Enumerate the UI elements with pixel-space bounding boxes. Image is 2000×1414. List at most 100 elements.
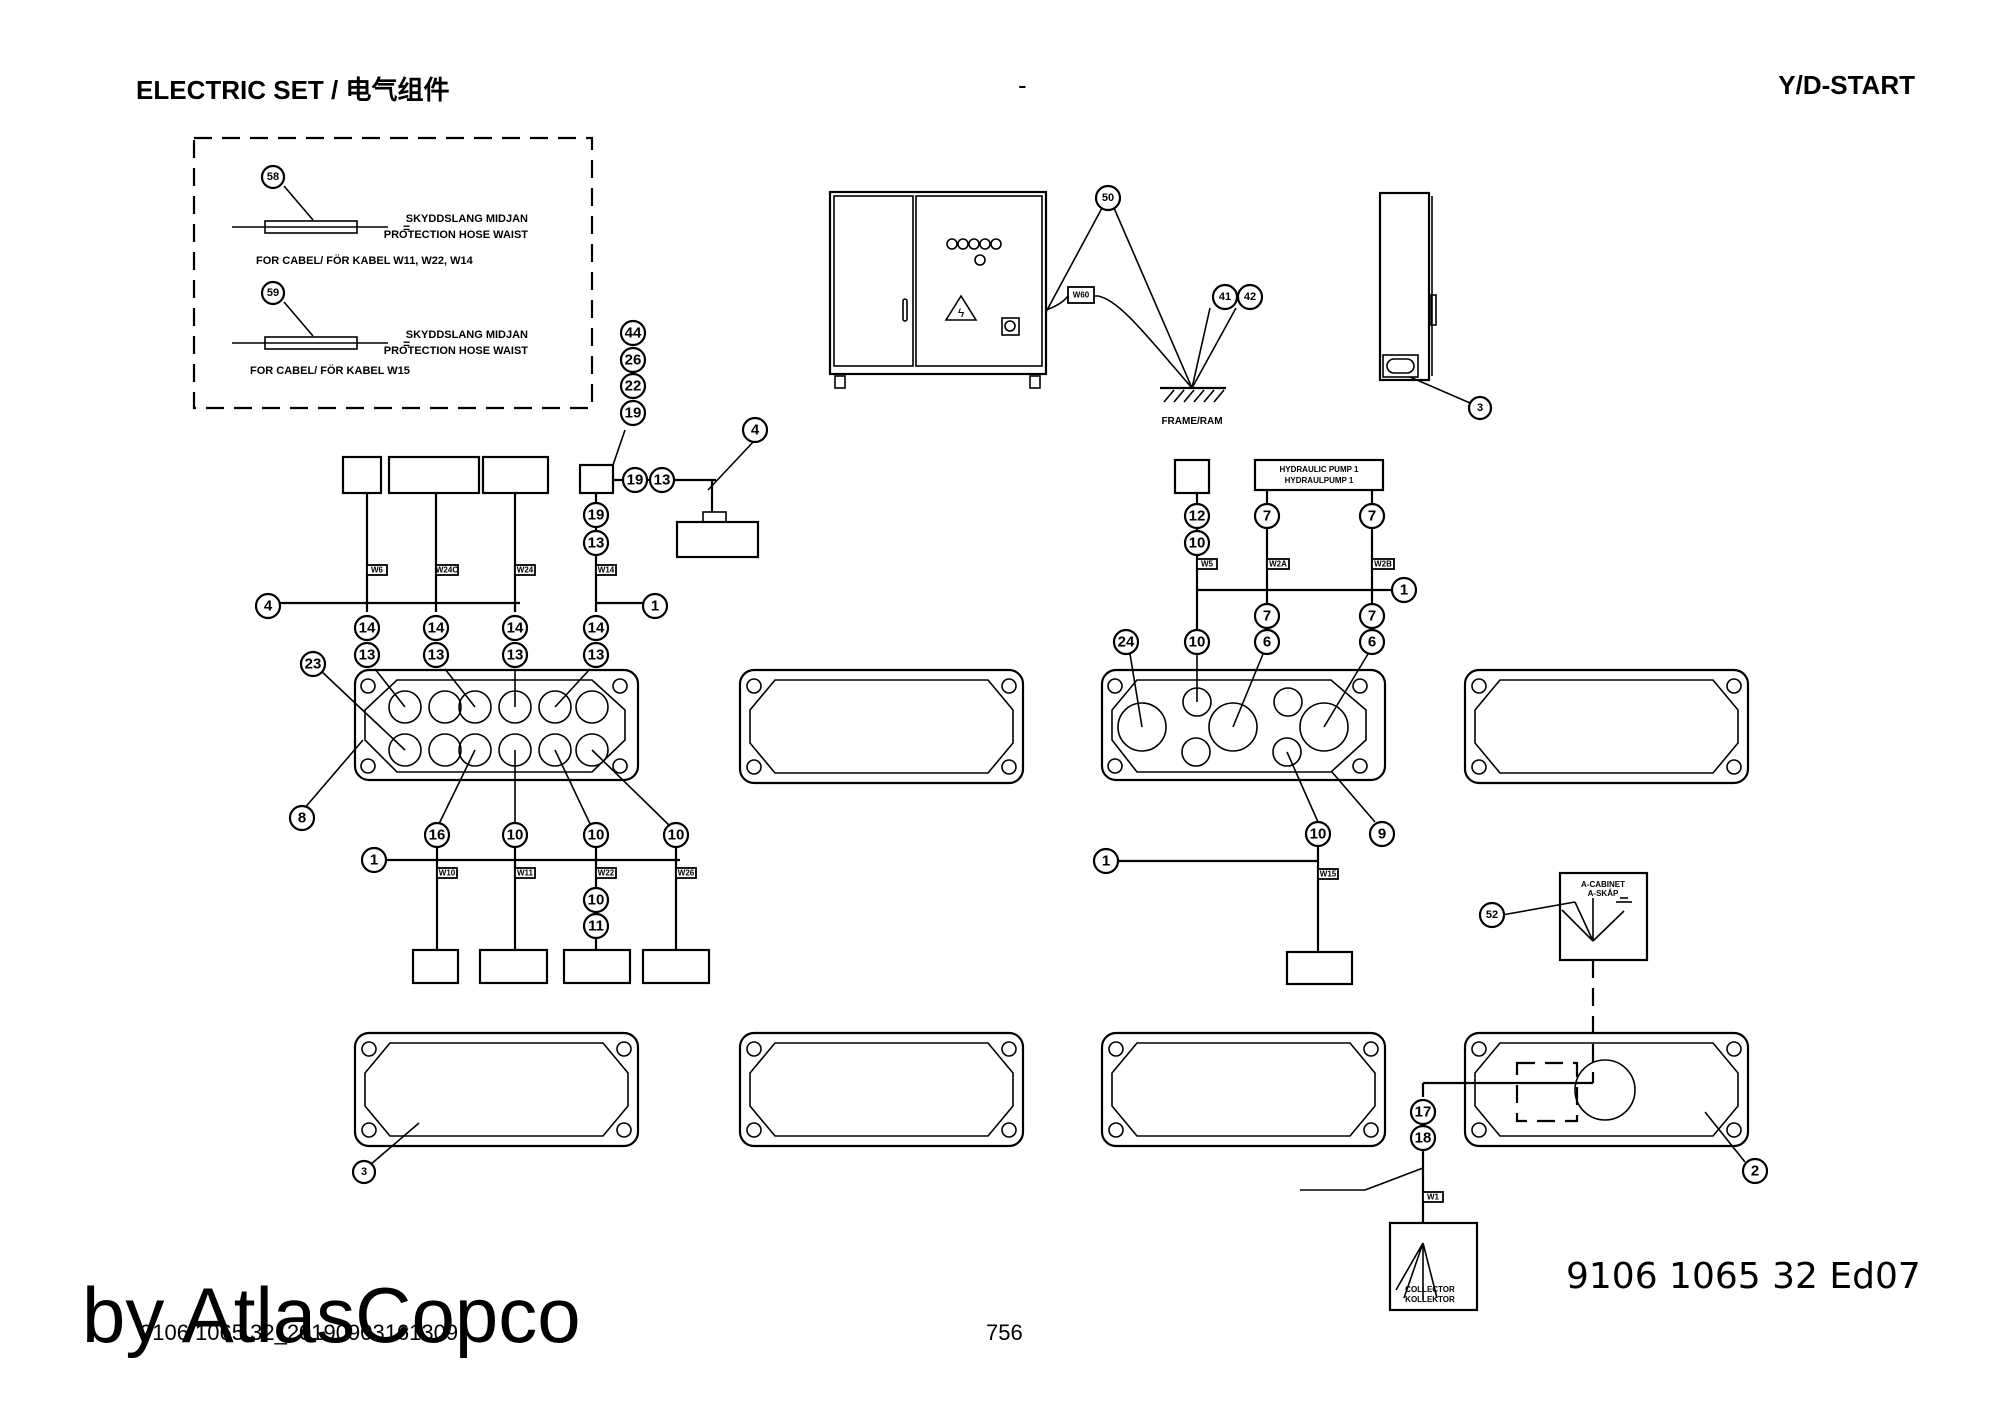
cable-entry-hole	[575, 733, 609, 767]
legend-cables: FOR CABEL/ FÖR KABEL W11, W22, W14	[256, 254, 474, 267]
equals-sign: =	[403, 337, 410, 351]
bubble: 13	[654, 472, 671, 489]
cable-tag: W26	[678, 869, 695, 878]
bubble: 10	[1310, 826, 1327, 843]
cable-entry-hole	[388, 733, 422, 767]
cable-entry-hole	[428, 690, 462, 724]
cable-tag: W5	[1201, 560, 1214, 569]
variant-label: Y/D-START	[1778, 70, 1915, 100]
side-handle-icon	[1430, 294, 1437, 326]
bubble: 10	[588, 827, 605, 844]
bubble: 7	[1263, 608, 1271, 625]
cable-tag: W15	[1320, 870, 1337, 879]
earth-connection: W60 50 41 42 FRAME/RAM	[1045, 184, 1264, 427]
bubble-4: 4	[264, 598, 273, 615]
pump-label-1: HYDRAULIC PUMP 1	[1280, 465, 1360, 474]
bubble: 26	[625, 352, 642, 369]
bubble: 14	[359, 620, 376, 637]
footer-id: 9106 1065 32_20190903161309	[140, 1320, 459, 1345]
main-switch-icon	[1001, 317, 1020, 336]
bubble: 4	[751, 422, 760, 439]
door-handle-icon	[902, 298, 908, 322]
page-number: 756	[986, 1320, 1023, 1345]
bubble: 1	[1400, 582, 1408, 599]
header-center: -	[1018, 70, 1027, 100]
component-box	[341, 455, 383, 495]
cable-entry-hole	[428, 733, 462, 767]
bubble: 7	[1368, 508, 1376, 525]
bubble: 10	[507, 827, 524, 844]
component-box	[411, 948, 460, 985]
cable-entry-hole	[458, 690, 492, 724]
bubble-41: 41	[1219, 291, 1231, 303]
bubble-3-side: 3	[1477, 402, 1483, 414]
indicator-lamps-icon	[946, 238, 1002, 266]
bubble: 10	[1189, 634, 1206, 651]
bubble: 14	[428, 620, 445, 637]
collector-label-2: KOLLEKTOR	[1405, 1295, 1455, 1304]
bubble: 14	[507, 620, 524, 637]
bubble: 17	[1415, 1104, 1432, 1121]
bubble: 2	[1751, 1163, 1759, 1180]
gland-plate-left: 23 8	[288, 650, 673, 832]
sensor-component	[1173, 458, 1211, 495]
cable-tag: W1	[1427, 1193, 1440, 1202]
bubble: 16	[429, 827, 446, 844]
bubble: 9	[1378, 826, 1386, 843]
bubble: 13	[428, 647, 445, 664]
legend-line1: SKYDDSLANG MIDJAN	[406, 213, 528, 225]
legend-bubble-59: 59	[267, 287, 279, 299]
legend-line1: SKYDDSLANG MIDJAN	[406, 329, 528, 341]
cable-tag: W6	[371, 566, 384, 575]
hydraulic-pump-component	[1253, 458, 1385, 492]
tacho-component	[675, 520, 760, 559]
a-cabinet-label-1: A-CABINET	[1581, 880, 1625, 889]
bubble: 7	[1263, 508, 1271, 525]
cabinet-front: ϟ	[828, 190, 1048, 389]
cable-tag: W2A	[1269, 560, 1287, 569]
legend-bubble-58: 58	[267, 171, 279, 183]
lightning-icon: ϟ	[958, 306, 965, 320]
gland-plate	[1463, 1031, 1750, 1148]
bubble: 13	[507, 647, 524, 664]
bubble: 13	[588, 535, 605, 552]
bubble-3: 3	[361, 1166, 367, 1178]
legend-line2: PROTECTION HOSE WAIST	[384, 229, 529, 241]
cable-tag-w60: W60	[1073, 291, 1090, 300]
bubble: 24	[1118, 634, 1135, 651]
gland-plate-right: 10 9 1 W15	[1092, 653, 1396, 986]
bubble: 44	[625, 325, 642, 342]
bubble: 19	[625, 405, 642, 422]
cable-tag: W14	[598, 566, 615, 575]
equals-sign: =	[403, 221, 410, 235]
page-title: ELECTRIC SET / 电气组件	[136, 75, 450, 105]
cabinet-side: 3	[1378, 191, 1493, 421]
bubble: 10	[1189, 535, 1206, 552]
bottom-plate-callout: 3	[351, 1122, 420, 1185]
bubble: 13	[588, 647, 605, 664]
bubble: 8	[298, 810, 306, 827]
document-number: 9106 1065 32 Ed07	[1566, 1256, 1921, 1297]
legend-line2: PROTECTION HOSE WAIST	[384, 345, 529, 357]
component-box	[562, 948, 632, 985]
bubble-42: 42	[1244, 291, 1256, 303]
gland-plate	[738, 1031, 1025, 1148]
bubble-52: 52	[1486, 909, 1498, 921]
bubble: 22	[625, 378, 642, 395]
bubble-1: 1	[651, 598, 659, 615]
bubble: 7	[1368, 608, 1376, 625]
left-group: 4 1 W6 W24C W24 W14 44 26 22 19 19 13 19…	[254, 319, 769, 669]
component-box	[478, 948, 549, 985]
gland-plate	[738, 668, 1025, 785]
watermark: by AtlasCopco	[82, 1271, 581, 1359]
cable-entry-hole	[538, 690, 572, 724]
bubble-50: 50	[1102, 192, 1114, 204]
legend-cables: FOR CABEL/ FÖR KABEL W15	[250, 364, 410, 377]
bubble: 14	[588, 620, 605, 637]
bubble: 19	[627, 472, 644, 489]
gland-plate	[1463, 668, 1750, 785]
bubble: 13	[359, 647, 376, 664]
component-box	[1285, 950, 1354, 986]
cable-tag: W24	[517, 566, 534, 575]
